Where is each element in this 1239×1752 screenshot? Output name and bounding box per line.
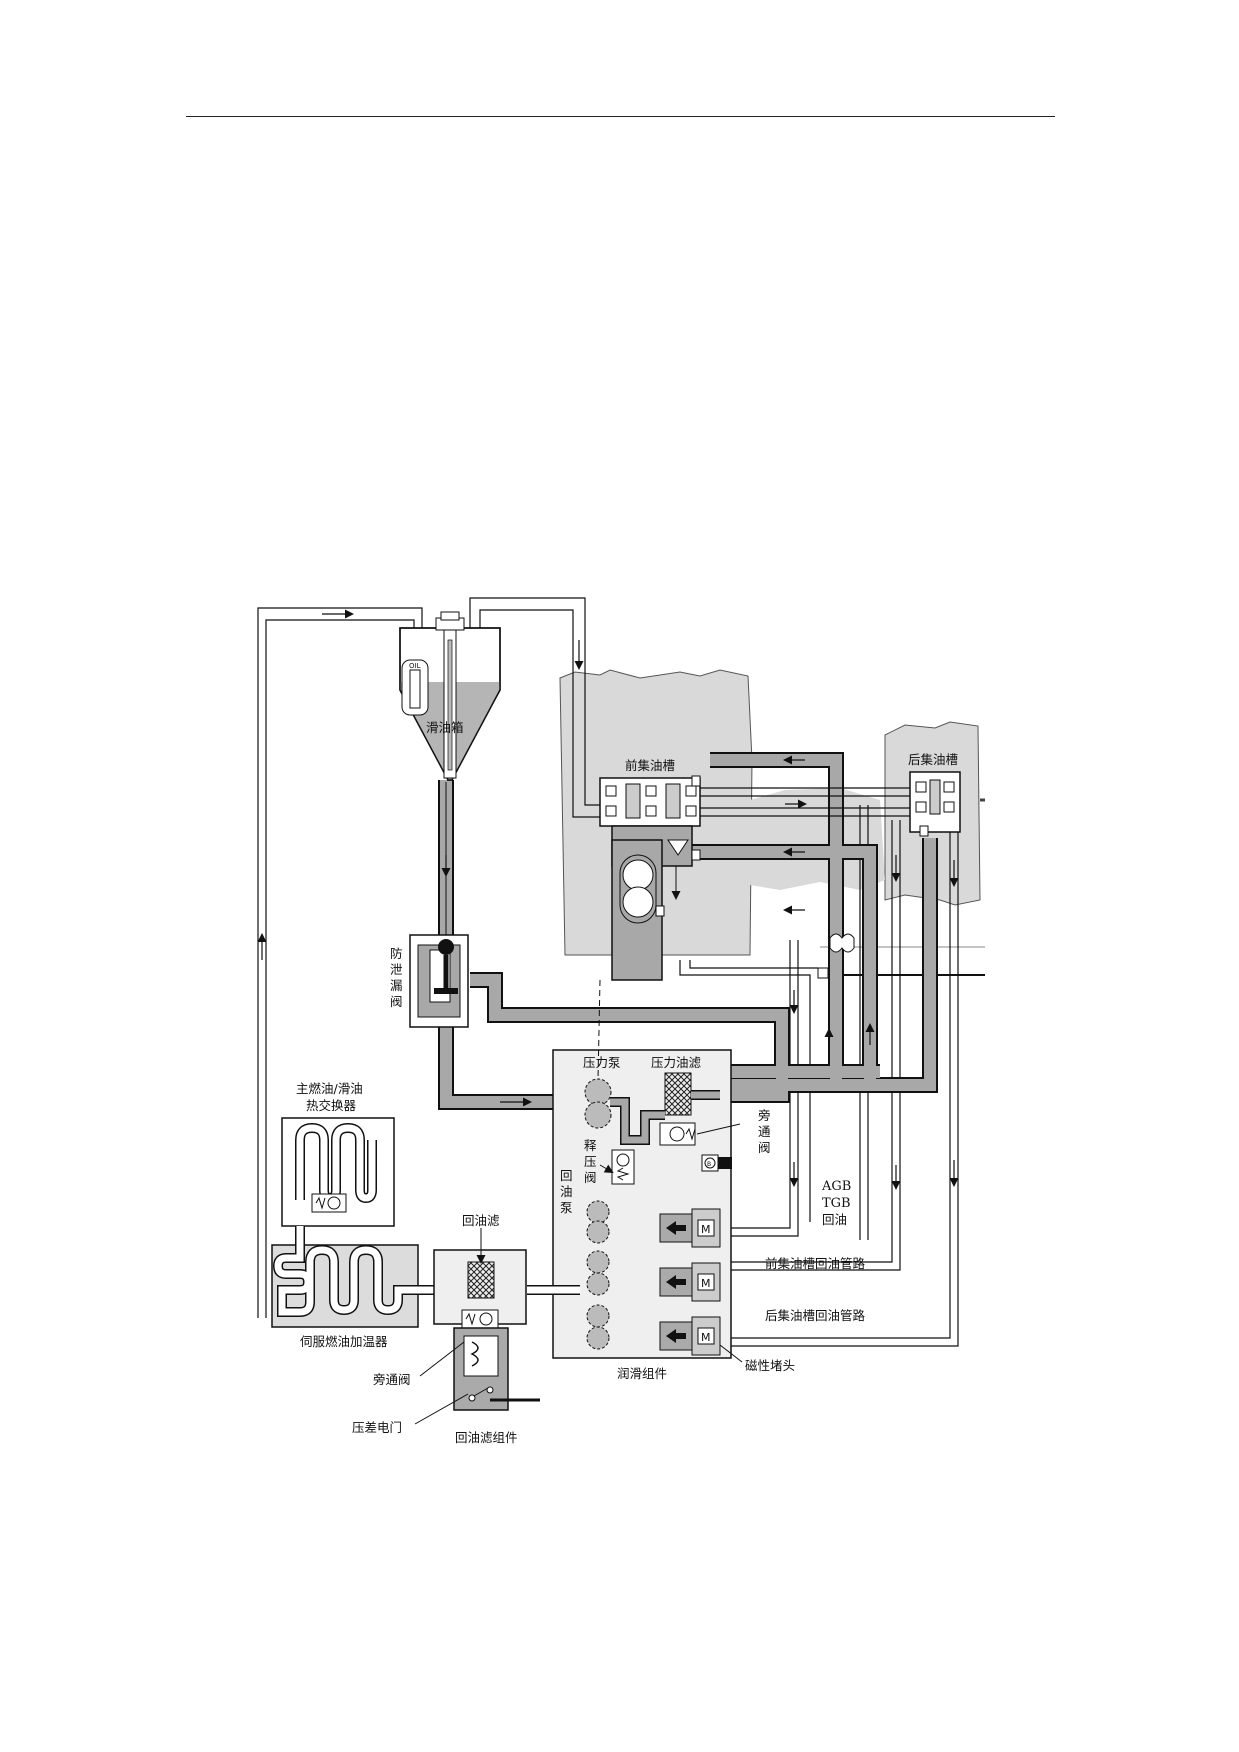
header-rule (186, 116, 1055, 117)
gear-pump-icon (586, 1200, 610, 1350)
drive-shaft-line (597, 979, 601, 1081)
svg-text:阀: 阀 (758, 1140, 771, 1155)
oil-tank: OIL 滑油箱 (399, 611, 501, 935)
lube-unit-label: 润滑组件 (617, 1366, 667, 1381)
pressure-pump-label: 压力泵 (583, 1055, 621, 1070)
check-valve-icon (611, 1149, 635, 1185)
svg-text:通: 通 (758, 1124, 771, 1139)
filter-icon (664, 1072, 692, 1116)
sight-gauge-icon: OIL (401, 659, 429, 716)
svg-text:阀: 阀 (390, 994, 403, 1009)
svg-text:M: M (701, 1223, 711, 1236)
agb-tgb-return-label: AGB TGB 回油 (821, 1179, 851, 1227)
lube-unit: 压力泵 压力油滤 B 旁 通 (552, 1049, 771, 1381)
gear-pump-icon (619, 854, 657, 924)
svg-text:M: M (701, 1331, 711, 1344)
magnetic-plug-icon: M (659, 1262, 721, 1302)
bypass-valve-label-v: 旁 (758, 1108, 771, 1123)
switch-icon (468, 1386, 540, 1402)
anti-leak-valve: 防 泄 漏 阀 (390, 934, 469, 1028)
svg-text:回油: 回油 (822, 1212, 847, 1227)
check-valve-icon (311, 1193, 347, 1213)
svg-text:泵: 泵 (560, 1200, 573, 1215)
pressure-filter-label: 压力油滤 (651, 1055, 702, 1070)
flow-arrow-icon (257, 609, 959, 1190)
rear-sump: 后集油槽 (908, 752, 961, 837)
front-sump: 前集油槽 (599, 758, 701, 981)
shaft-lines (700, 787, 920, 817)
bypass-valve-label: 旁通阀 (373, 1372, 411, 1387)
scavenge-filter-label: 回油滤 (462, 1213, 500, 1228)
svg-text:热交换器: 热交换器 (306, 1098, 357, 1113)
svg-text:主燃油/滑油: 主燃油/滑油 (296, 1081, 363, 1096)
svg-text:防: 防 (390, 946, 403, 961)
front-sump-return-label: 前集油槽回油管路 (765, 1256, 866, 1271)
svg-text:B: B (707, 1161, 711, 1168)
magnetic-plug-label: 磁性堵头 (745, 1358, 795, 1373)
svg-text:M: M (701, 1277, 711, 1290)
scavenge-filter-assembly: 回油滤 回油滤组件 旁通阀 压差电门 (352, 1213, 540, 1445)
leader-line (719, 1344, 743, 1363)
filter-icon (467, 1261, 495, 1299)
oil-tank-label: 滑油箱 (426, 720, 464, 735)
servo-fuel-heater: 伺服燃油加温器 (271, 1226, 419, 1349)
svg-text:压: 压 (584, 1154, 597, 1169)
svg-text:油: 油 (560, 1184, 573, 1199)
check-valve-icon (461, 1309, 499, 1329)
svg-text:漏: 漏 (390, 978, 403, 993)
sensor-icon (817, 933, 855, 979)
relief-valve-label: 释 (584, 1138, 597, 1153)
rear-sump-return-label: 后集油槽回油管路 (765, 1308, 866, 1323)
svg-text:OIL: OIL (409, 662, 421, 670)
svg-text:TGB: TGB (822, 1196, 851, 1211)
diff-pressure-switch-label: 压差电门 (352, 1420, 402, 1435)
rear-sump-label: 后集油槽 (908, 752, 958, 767)
magnetic-plug-icon: M (659, 1316, 721, 1356)
front-sump-label: 前集油槽 (625, 758, 675, 773)
gear-pump-icon (584, 1078, 612, 1129)
svg-text:泄: 泄 (390, 962, 403, 977)
svg-text:阀: 阀 (584, 1170, 597, 1185)
check-valve-icon (659, 1122, 696, 1146)
heat-exchanger: 主燃油/滑油 热交换器 (281, 1081, 395, 1227)
scavenge-pump-label: 回 (560, 1168, 573, 1183)
servo-fuel-heater-label: 伺服燃油加温器 (300, 1334, 388, 1349)
scavenge-filter-assembly-label: 回油滤组件 (455, 1430, 518, 1445)
magnetic-plug-icon: M (659, 1208, 721, 1248)
svg-text:AGB: AGB (821, 1179, 851, 1194)
return-lines (257, 597, 959, 1347)
